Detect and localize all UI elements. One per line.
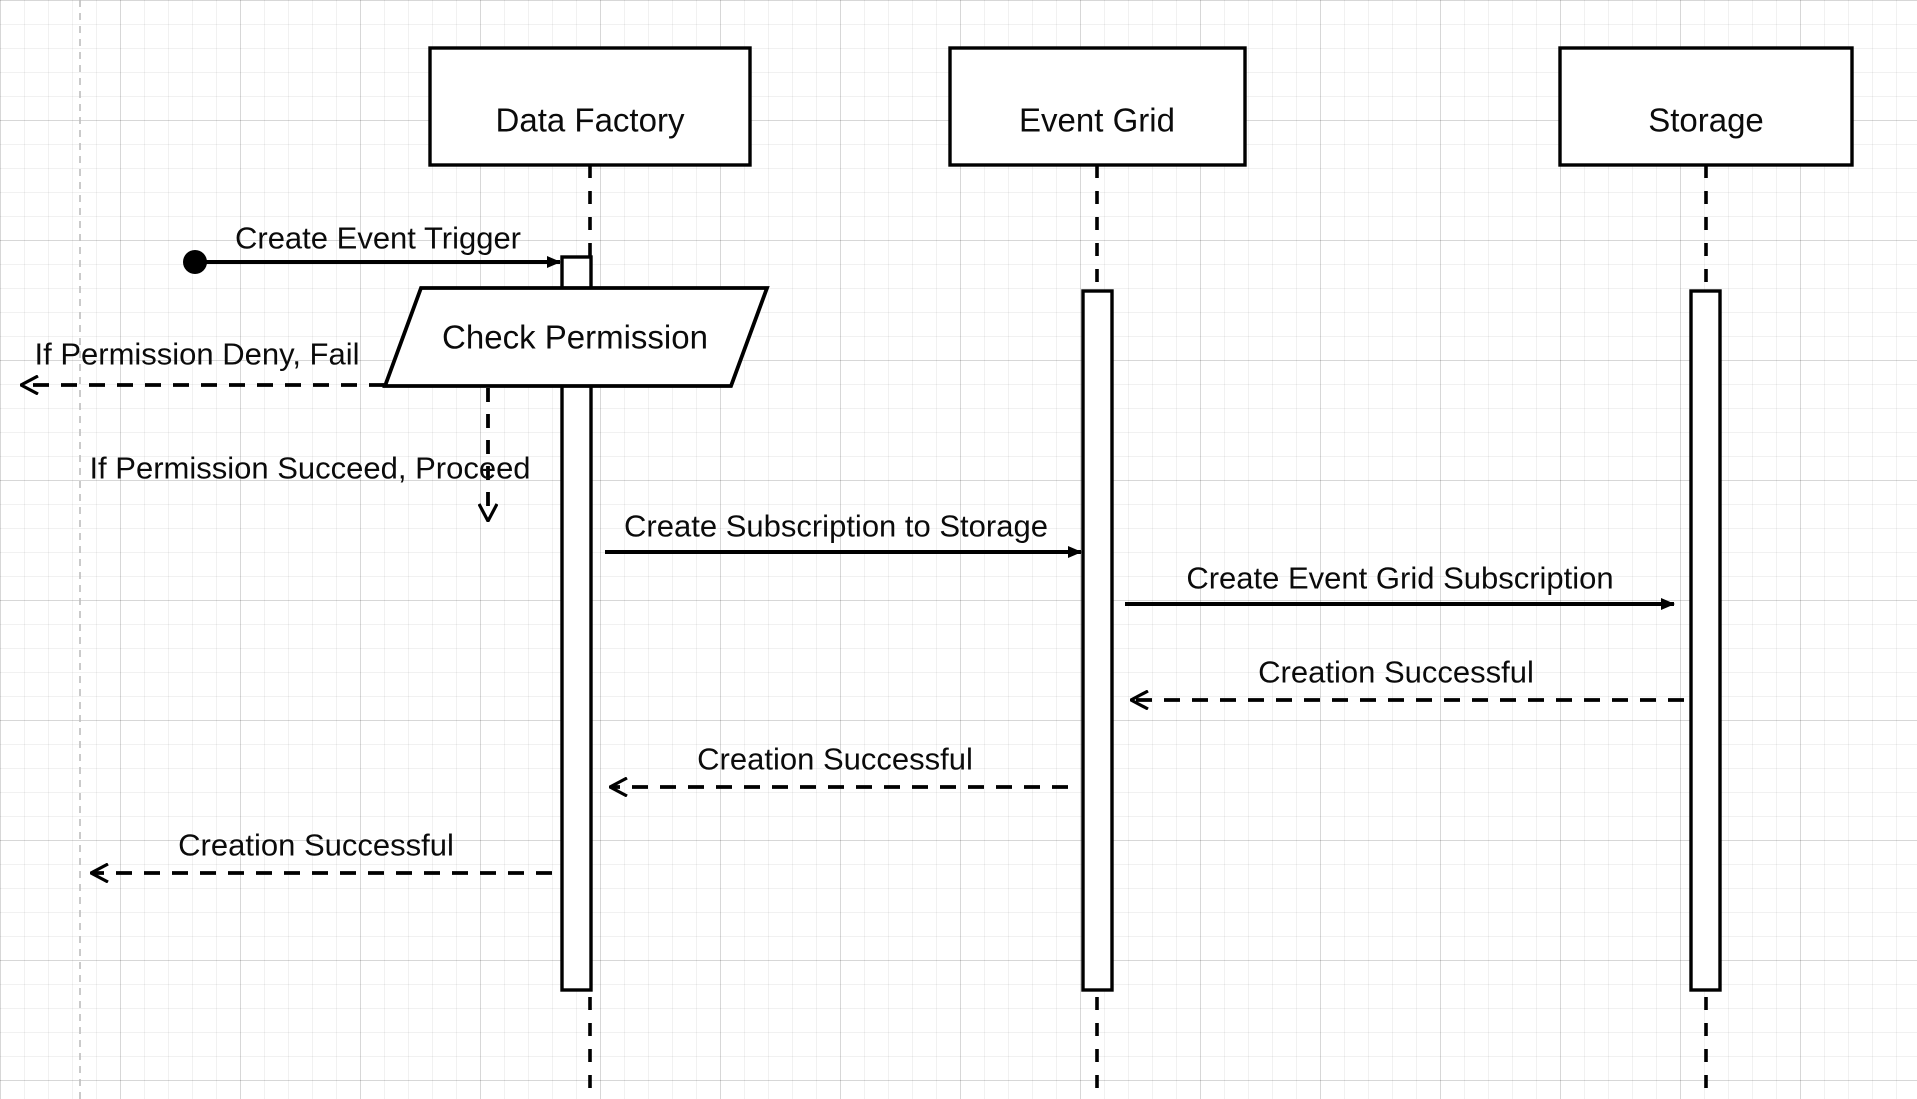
check-permission-node-label: Check Permission bbox=[442, 318, 708, 356]
message-label-creation-successful-storage: Creation Successful bbox=[1258, 654, 1534, 690]
activation-bar-data-factory-top bbox=[560, 255, 593, 293]
participant-box-storage[interactable] bbox=[1558, 46, 1854, 167]
participant-label-event-grid: Event Grid bbox=[1019, 101, 1175, 139]
message-label-creation-successful-caller: Creation Successful bbox=[178, 827, 454, 863]
activation-bar-data-factory-main bbox=[560, 378, 593, 992]
participant-box-event-grid[interactable] bbox=[948, 46, 1247, 167]
activation-bar-event-grid bbox=[1081, 289, 1114, 992]
message-label-create-event-trigger: Create Event Trigger bbox=[234, 220, 522, 256]
message-label-permission-succeed-proceed: If Permission Succeed, Proceed bbox=[89, 450, 531, 486]
message-label-create-subscription-to-storage: Create Subscription to Storage bbox=[624, 508, 1048, 544]
message-label-create-event-grid-subscription: Create Event Grid Subscription bbox=[1186, 560, 1614, 596]
activation-bar-storage bbox=[1689, 289, 1722, 992]
message-label-creation-successful-event-grid: Creation Successful bbox=[697, 741, 973, 777]
participant-label-storage: Storage bbox=[1648, 101, 1764, 139]
start-point-marker bbox=[183, 250, 207, 274]
message-label-permission-deny-fail: If Permission Deny, Fail bbox=[34, 336, 360, 372]
participant-label-data-factory: Data Factory bbox=[495, 101, 685, 139]
check-permission-node[interactable] bbox=[382, 286, 770, 388]
participant-box-data-factory[interactable] bbox=[428, 46, 752, 167]
